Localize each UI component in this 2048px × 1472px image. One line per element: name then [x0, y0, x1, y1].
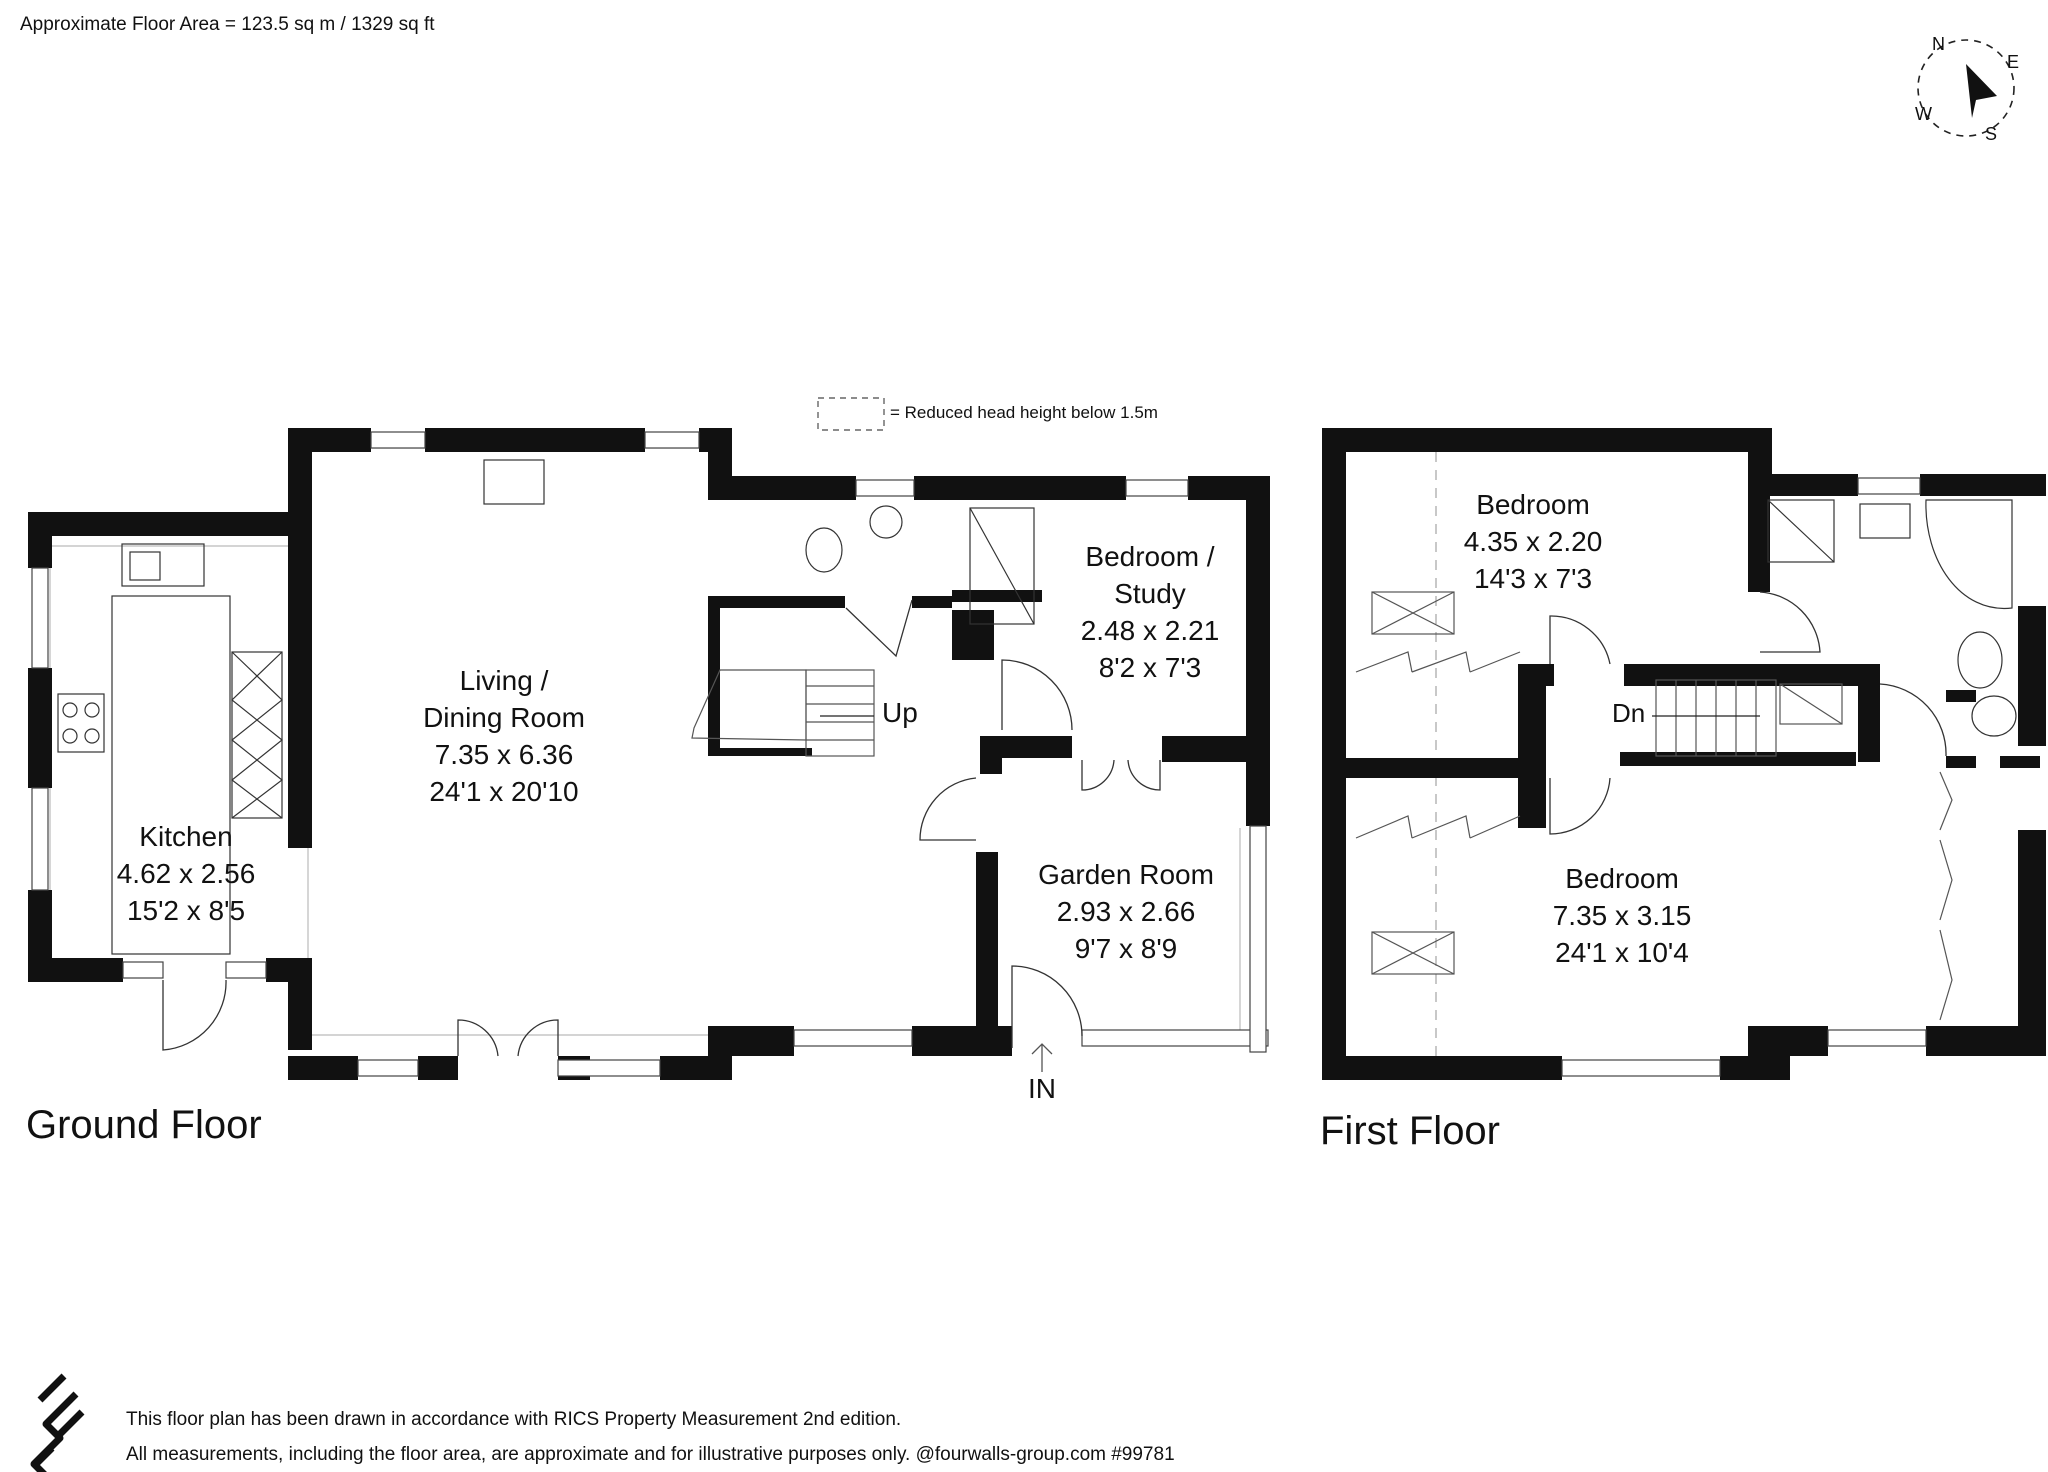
bedroom1-name: Bedroom [1476, 489, 1590, 520]
ground-floor-plan: Up Living / Dining Room 7.35 x 6.36 24'1… [26, 428, 1270, 1147]
basin-icon [1859, 503, 1911, 539]
toilet-icon [805, 527, 843, 573]
legend-dashed-box-icon [817, 397, 885, 431]
study-metric: 2.48 x 2.21 [1081, 615, 1220, 646]
compass-n: N [1932, 34, 1945, 54]
ground-floor-walls [28, 428, 1270, 1080]
living-room-name-2: Dining Room [423, 702, 585, 733]
wc-door [845, 599, 913, 658]
study-imperial: 8'2 x 7'3 [1099, 652, 1202, 683]
window [793, 1029, 913, 1047]
footer-line-2: All measurements, including the floor ar… [126, 1444, 1175, 1465]
living-room-imperial: 24'1 x 20'10 [429, 776, 578, 807]
patio-door-right [517, 1019, 559, 1057]
stairs-down-label: Dn [1612, 698, 1645, 728]
kitchen-sink-icon [121, 543, 205, 587]
entrance-door [1011, 965, 1083, 1048]
bidet-icon [1957, 631, 2003, 689]
garden-room-name: Garden Room [1038, 859, 1214, 890]
window [31, 567, 49, 669]
first-floor-title: First Floor [1320, 1109, 1500, 1153]
bedroom2-metric: 7.35 x 3.15 [1553, 900, 1692, 931]
kitchen-island [111, 595, 231, 955]
legend: = Reduced head height below 1.5m [817, 397, 1158, 431]
kitchen-units [231, 651, 283, 819]
toilet-icon [1971, 695, 2017, 737]
window [1561, 1059, 1721, 1077]
bedroom1-imperial: 14'3 x 7'3 [1474, 563, 1592, 594]
study-name-2: Study [1114, 578, 1186, 609]
entrance-arrow-icon [1031, 1043, 1053, 1072]
ground-floor-title: Ground Floor [26, 1103, 262, 1147]
garden-room-metric: 2.93 x 2.66 [1057, 896, 1196, 927]
kitchen-imperial: 15'2 x 8'5 [127, 895, 245, 926]
floor-area-text: Approximate Floor Area = 123.5 sq m / 13… [20, 14, 435, 35]
fourwalls-logo-icon [30, 1373, 85, 1472]
window [1125, 479, 1189, 497]
bedroom1-metric: 4.35 x 2.20 [1464, 526, 1603, 557]
basin-icon [869, 505, 903, 539]
bedroom2-name: Bedroom [1565, 863, 1679, 894]
living-room-metric: 7.35 x 6.36 [435, 739, 574, 770]
window [1081, 1029, 1269, 1047]
kitchen-metric: 4.62 x 2.56 [117, 858, 256, 889]
skylight-icon [1371, 591, 1455, 635]
garden-room-imperial: 9'7 x 8'9 [1075, 933, 1178, 964]
window [31, 787, 49, 891]
shower-icon [969, 507, 1035, 625]
window [557, 1059, 661, 1077]
window [122, 961, 164, 979]
wc-door [1879, 683, 1947, 757]
window [855, 479, 915, 497]
skylight-icon [1779, 683, 1843, 725]
bath-icon [1925, 499, 2013, 609]
hob-icon [57, 693, 105, 753]
compass-icon: N E S W [1915, 34, 2019, 144]
kitchen-door [162, 979, 227, 1051]
study-name-1: Bedroom / [1085, 541, 1214, 572]
entrance-label: IN [1028, 1073, 1056, 1104]
living-room-name-1: Living / [460, 665, 549, 696]
window [1249, 825, 1267, 1053]
bedroom2-door [1549, 777, 1611, 835]
window [1857, 477, 1921, 495]
stairs-up-label: Up [882, 697, 918, 728]
window [1827, 1029, 1927, 1047]
ensuite-door [1759, 591, 1821, 653]
bedroom2-imperial: 24'1 x 10'4 [1555, 937, 1689, 968]
shower-icon [1767, 499, 1835, 563]
first-stairs [1652, 679, 1777, 757]
window [225, 961, 267, 979]
first-floor-walls [1322, 428, 2046, 1080]
window [370, 431, 426, 449]
first-floor-plan: Dn Bedroom 4.35 x 2.20 14'3 x 7'3 Bedroo… [1320, 428, 2046, 1153]
kitchen-name: Kitchen [139, 821, 232, 852]
study-door [1001, 659, 1073, 731]
bedroom1-door [1549, 615, 1611, 665]
compass-w: W [1915, 104, 1932, 124]
patio-door-left [457, 1019, 499, 1057]
footer-line-1: This floor plan has been drawn in accord… [126, 1409, 901, 1430]
ground-stairs [691, 669, 875, 757]
window [644, 431, 700, 449]
garden-door [919, 777, 977, 841]
skylight-icon [1371, 931, 1455, 975]
study-double-door [1081, 759, 1161, 791]
legend-text: = Reduced head height below 1.5m [890, 403, 1158, 422]
compass-s: S [1985, 124, 1997, 144]
window [357, 1059, 419, 1077]
compass-e: E [2007, 52, 2019, 72]
fireplace [483, 459, 545, 505]
